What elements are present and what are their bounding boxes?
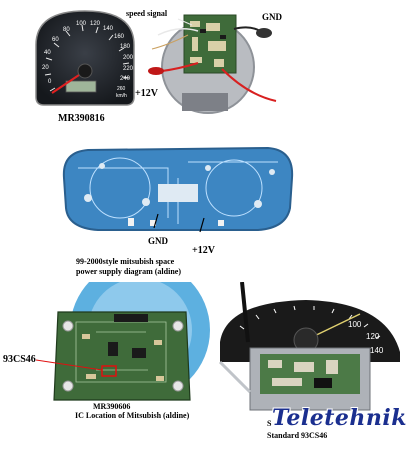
caption-ic-location: IC Location of Mitsubish (aldine) [75,411,190,420]
dial-num-200: 200 [123,55,134,61]
dial-num-80: 80 [63,27,70,33]
dial-num-140: 140 [103,26,114,32]
dial-num-160: 160 [114,34,125,40]
gauge-board-photo: 100 120 140 [210,282,407,422]
dial-num-220: 220 [123,66,134,72]
dial-num-60: 60 [52,37,59,43]
gauge-num-100: 100 [348,320,362,329]
mitsubishi-board-photo [36,282,216,402]
label-gnd-cluster: GND [148,236,168,246]
dial-unit: km/h [116,93,127,99]
caption-power-supply-line2: power supply diagram (aldine) [76,267,181,276]
gauge-num-120: 120 [366,332,380,341]
chip-label-partial: S [267,419,272,428]
gauge-num-140: 140 [370,346,384,355]
dial-num-120: 120 [90,21,101,27]
cluster-pcb-photo [58,138,298,238]
caption-standard-93cs46: Standard 93CS46 [267,431,328,440]
dial-num-0: 0 [48,79,52,85]
label-12v-top: +12V [135,88,158,99]
part-number-mr390816: MR390816 [58,113,105,124]
dial-num-100: 100 [76,21,87,27]
label-12v-cluster: +12V [192,245,215,256]
label-gnd-top: GND [262,12,282,22]
dial-num-40: 40 [44,50,51,56]
caption-power-supply-line1: 99-2000style mitsubish space [76,257,175,266]
label-speed-signal: speed signal [126,9,168,18]
dial-num-240: 240 [120,76,131,82]
dial-num-20: 20 [42,65,49,71]
teletehnika-logo: Teletehnika [272,405,407,431]
chip-label-93cs46: 93CS46 [3,354,36,365]
dial-num-260: 260 [117,86,126,92]
dial-num-180: 180 [120,44,131,50]
speedometer-dial-photo: 0 20 40 60 80 100 120 140 160 180 200 22… [30,5,140,110]
gauge-pcb-photo [138,5,278,115]
part-number-mr390606: MR390606 [93,402,131,411]
